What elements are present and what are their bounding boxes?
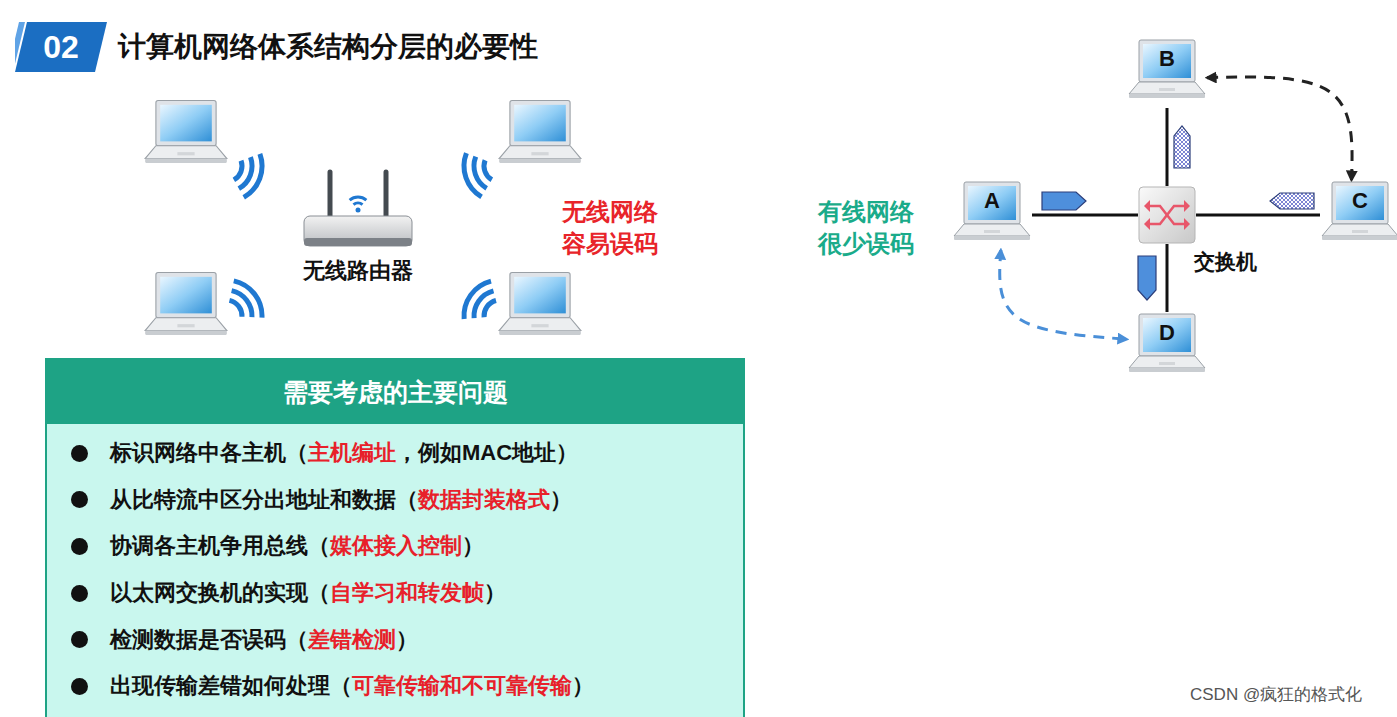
switch-node: 交换机	[1138, 186, 1196, 244]
laptop-node: A	[952, 180, 1032, 250]
signal-arc	[464, 281, 491, 319]
badge-node: 02	[15, 22, 107, 72]
bullet-dot	[71, 631, 88, 648]
issue-text: ）	[572, 671, 594, 701]
issue-text: ）	[462, 531, 484, 561]
data-packets	[1042, 126, 1314, 300]
page-title: 计算机网络体系结构分层的必要性	[118, 28, 538, 66]
flow-arrow	[1000, 250, 1127, 339]
laptop-node: B	[1127, 38, 1207, 108]
host-letter: A	[968, 186, 1016, 216]
host-letter: C	[1336, 186, 1384, 216]
link-line	[1032, 214, 1138, 217]
key-term: 可靠传输和不可靠传输	[352, 671, 572, 701]
host-letter: B	[1143, 44, 1191, 74]
flow-arrow	[1207, 77, 1352, 180]
key-term: 媒体接入控制	[330, 531, 462, 561]
issue-text: 协调各主机争用总线（	[110, 531, 330, 561]
issue-text: 标识网络中各主机（	[110, 438, 308, 468]
wireless-laptops	[145, 101, 581, 335]
issue-row: 检测数据是否误码（差错检测）	[47, 616, 743, 663]
issue-row: 出现传输差错如何处理（可靠传输和不可靠传输）	[47, 663, 743, 710]
issue-row: 从比特流中区分出地址和数据（数据封装格式）	[47, 477, 743, 524]
table-node: 需要考虑的主要问题标识网络中各主机（主机编址，例如MAC地址）从比特流中区分出地…	[45, 358, 745, 717]
bullet-dot	[71, 538, 88, 555]
watermark: CSDN @疯狂的格式化	[1190, 684, 1362, 707]
issue-text: 从比特流中区分出地址和数据（	[110, 485, 418, 515]
note-wireless: 无线网络 容易误码	[562, 196, 674, 261]
issue-text: 出现传输差错如何处理（	[110, 671, 352, 701]
issue-text: ）	[484, 578, 506, 608]
signal-arc	[229, 300, 242, 316]
signal-arc	[234, 281, 262, 318]
signal-arc	[232, 291, 252, 318]
bullet-dot	[71, 678, 88, 695]
router-icon	[290, 168, 426, 256]
section-number: 02	[15, 22, 107, 72]
issue-row: 以太网交换机的实现（自学习和转发帧）	[47, 570, 743, 617]
signal-arc	[484, 301, 496, 318]
signal-arc	[474, 291, 494, 318]
switch-label: 交换机	[1194, 248, 1257, 276]
signal-arc	[350, 197, 367, 200]
wifi-signals	[229, 153, 496, 319]
link-line	[1166, 244, 1169, 312]
key-term: 主机编址	[308, 438, 396, 468]
issue-text: ）	[550, 485, 572, 515]
router-label: 无线路由器	[290, 256, 426, 286]
router-node: 无线路由器	[290, 168, 426, 286]
issue-row: 协调各主机争用总线（媒体接入控制）	[47, 523, 743, 570]
key-term: 自学习和转发帧	[330, 578, 484, 608]
signal-arc	[234, 161, 242, 180]
note-wired: 有线网络 很少误码	[818, 196, 930, 261]
link-line	[1196, 214, 1320, 217]
signal-arc	[353, 203, 362, 205]
issue-text: ）	[396, 625, 418, 655]
signal-arc	[474, 157, 487, 189]
link-line	[1166, 108, 1169, 186]
bullet-dot	[71, 445, 88, 462]
issue-row: 标识网络中各主机（主机编址，例如MAC地址）	[47, 430, 743, 477]
signal-arc	[244, 154, 262, 197]
issue-text: ，例如MAC地址）	[396, 438, 578, 468]
table-header: 需要考虑的主要问题	[47, 360, 743, 424]
issue-text: 检测数据是否误码（	[110, 625, 308, 655]
switch-icon	[1138, 186, 1196, 244]
key-term: 数据封装格式	[418, 485, 550, 515]
laptop-node: C	[1320, 180, 1397, 250]
issue-text: 以太网交换机的实现（	[110, 578, 330, 608]
bullet-dot	[71, 491, 88, 508]
signal-arc	[484, 160, 492, 179]
host-letter: D	[1143, 318, 1191, 348]
bullet-dot	[71, 585, 88, 602]
signal-arc	[239, 157, 252, 188]
key-term: 差错检测	[308, 625, 396, 655]
laptop-node: D	[1127, 312, 1207, 382]
signal-arc	[464, 153, 482, 197]
table-heading: 需要考虑的主要问题	[283, 376, 508, 409]
